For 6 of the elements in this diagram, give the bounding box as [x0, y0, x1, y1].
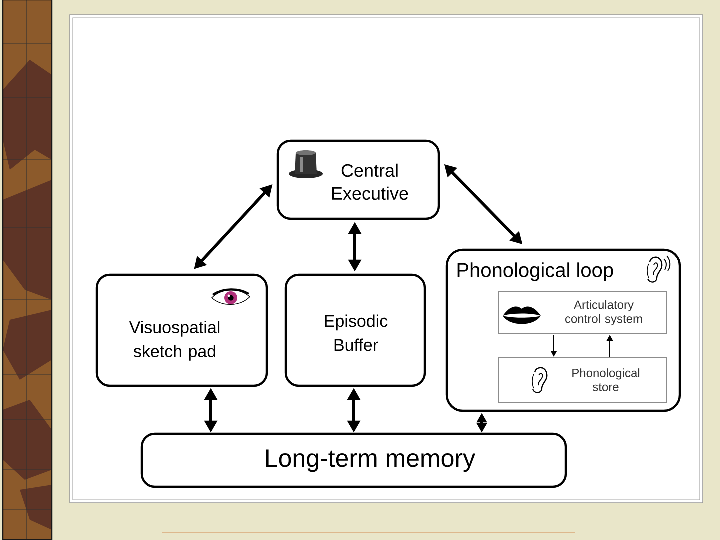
process-box: Phonological store: [498, 358, 668, 404]
process-box: Articulatory control system: [498, 292, 668, 334]
rounded-box: Central Executive: [276, 140, 440, 220]
rounded-box: Long-term memory: [140, 432, 568, 488]
rounded-box: Episodic Buffer: [284, 274, 426, 388]
rounded-box: Visuospatial sketch pad: [96, 274, 268, 388]
